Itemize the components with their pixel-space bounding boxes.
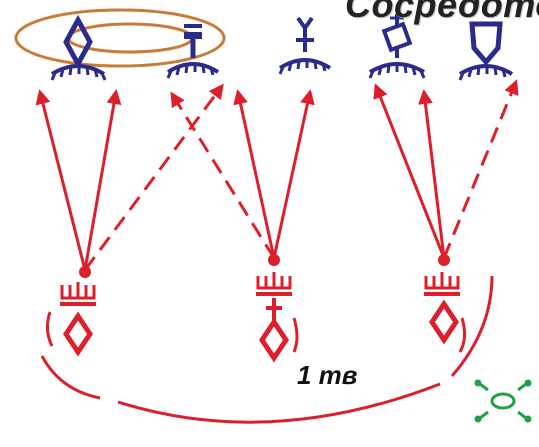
connector-arc-right [450,275,494,377]
crown-cross-icon [256,272,292,363]
green-cross-icon [474,379,532,423]
arrow-center-to-hammer-dashed [170,91,276,259]
crown-diamond-icon [60,282,96,357]
origin-point-left [79,266,91,278]
arrow-right-to-box-a [373,83,446,259]
arrow-center-to-ycross-b [272,89,315,259]
arrow-right-to-shield-dashed [442,79,519,259]
diamond-on-gear-icon [50,14,107,81]
crossed-box-on-gear-icon [368,14,426,79]
connector-arc-bottom [117,382,441,424]
hammer-on-gear-icon [166,24,220,79]
origin-point-center [268,254,280,266]
header-text: Сосредото [345,0,539,25]
arrow-center-to-ycross-a [233,89,276,259]
bracket-right [458,317,467,353]
arrow-left-to-hammer-dashed [83,83,224,271]
origin-point-right [438,254,450,266]
arrow-right-to-box-b [417,89,446,259]
arrow-left-to-diamond [35,89,87,271]
bracket-left [45,311,54,347]
unit-label: 1 тв [297,360,358,390]
crown-diamond-icon [424,272,460,345]
y-cross-on-gear-icon [278,16,332,75]
connector-arc-left [40,355,101,400]
shield-on-gear-icon [458,21,514,81]
arrow-left-to-diamond-b [83,89,122,271]
bracket-center [292,317,299,353]
